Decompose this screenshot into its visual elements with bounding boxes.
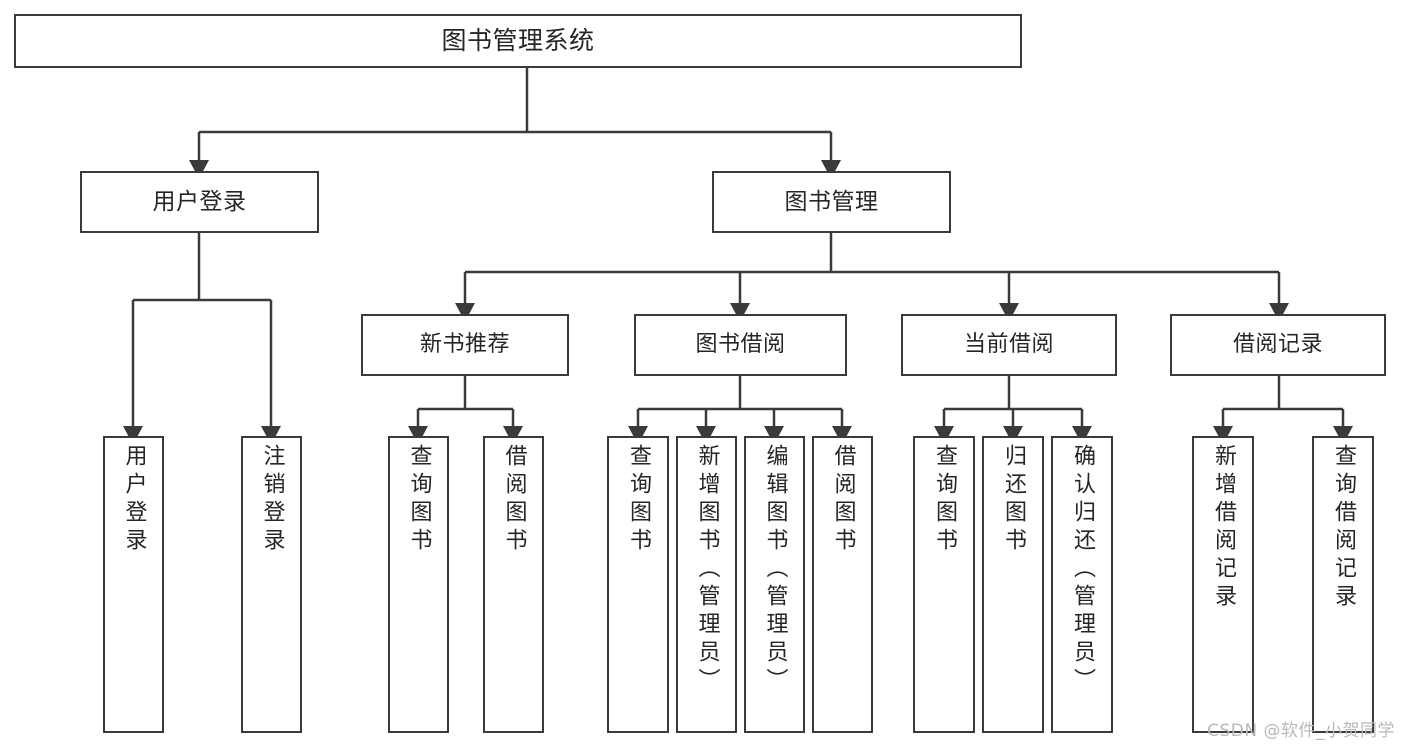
node-label: 图书管理系统 xyxy=(441,25,595,55)
leaf-query-book-current[interactable]: 查询图书 xyxy=(913,436,975,733)
node-label: 注销登录 xyxy=(259,444,285,556)
node-book-management-system[interactable]: 图书管理系统 xyxy=(14,14,1022,68)
leaf-return-book[interactable]: 归还图书 xyxy=(982,436,1044,733)
leaf-borrow-book-borrow[interactable]: 借阅图书 xyxy=(812,436,873,733)
leaf-borrow-book-new-recommend[interactable]: 借阅图书 xyxy=(483,436,544,733)
leaf-user-login[interactable]: 用户登录 xyxy=(103,436,164,733)
node-label: 查询借阅记录 xyxy=(1331,444,1356,612)
node-user-login[interactable]: 用户登录 xyxy=(80,171,319,233)
node-current-borrow[interactable]: 当前借阅 xyxy=(901,314,1117,376)
node-label: 借阅图书 xyxy=(830,444,856,556)
node-new-book-recommend[interactable]: 新书推荐 xyxy=(361,314,569,376)
node-label: 用户登录 xyxy=(121,444,147,556)
leaf-add-borrow-record[interactable]: 新增借阅记录 xyxy=(1192,436,1254,733)
leaf-confirm-return[interactable]: 确认归还（管理员） xyxy=(1051,436,1113,733)
node-label: 归还图书 xyxy=(1001,444,1026,556)
node-label: 当前借阅 xyxy=(963,331,1054,357)
node-label: 新增借阅记录 xyxy=(1211,444,1236,612)
node-label: 借阅记录 xyxy=(1232,331,1323,357)
node-label: 编辑图书（管理员） xyxy=(762,444,788,696)
leaf-query-book-borrow[interactable]: 查询图书 xyxy=(607,436,669,733)
node-label: 查询图书 xyxy=(626,444,651,556)
node-book-borrow[interactable]: 图书借阅 xyxy=(634,314,847,376)
leaf-edit-book[interactable]: 编辑图书（管理员） xyxy=(744,436,805,733)
node-label: 新书推荐 xyxy=(419,331,510,357)
leaf-query-book-new-recommend[interactable]: 查询图书 xyxy=(388,436,449,733)
node-book-management[interactable]: 图书管理 xyxy=(712,171,951,233)
node-borrow-record[interactable]: 借阅记录 xyxy=(1170,314,1386,376)
node-label: 图书借阅 xyxy=(695,331,786,357)
leaf-add-book[interactable]: 新增图书（管理员） xyxy=(676,436,737,733)
node-label: 查询图书 xyxy=(406,444,432,556)
node-label: 用户登录 xyxy=(152,188,247,215)
node-label: 查询图书 xyxy=(932,444,957,556)
node-label: 新增图书（管理员） xyxy=(694,444,720,696)
node-label: 借阅图书 xyxy=(501,444,527,556)
csdn-watermark: CSDN @软件_小贺同学 xyxy=(1207,721,1395,741)
node-label: 确认归还（管理员） xyxy=(1070,444,1095,696)
leaf-logout-login[interactable]: 注销登录 xyxy=(241,436,302,733)
leaf-query-borrow-record[interactable]: 查询借阅记录 xyxy=(1312,436,1374,733)
node-label: 图书管理 xyxy=(784,188,879,215)
